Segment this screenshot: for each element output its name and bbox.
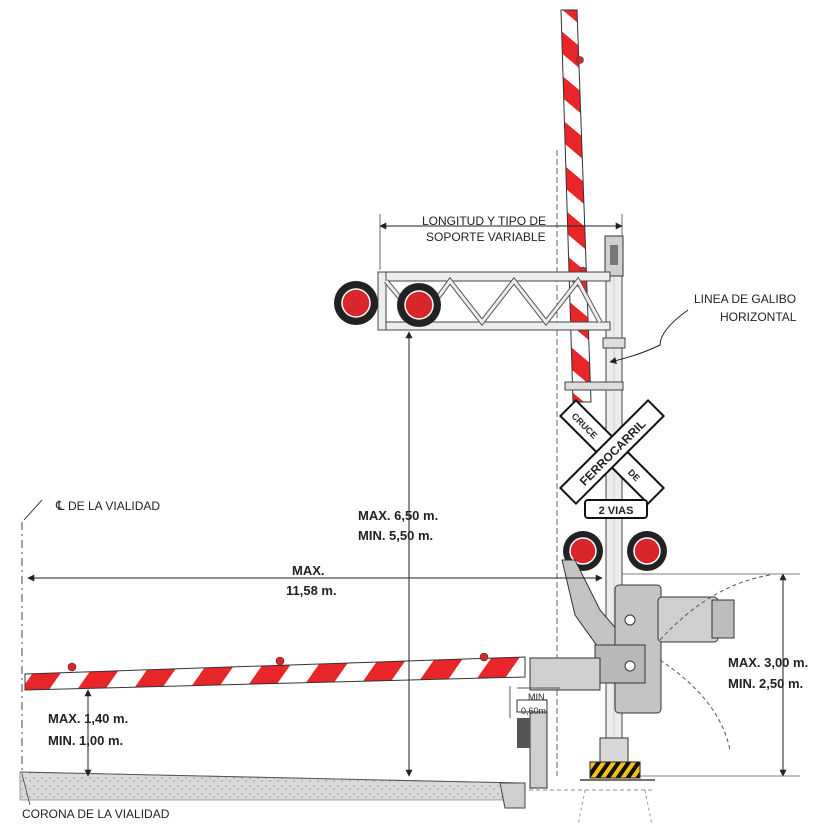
gate-mechanism [529, 559, 771, 751]
label-lights-height-max: MAX. 6,50 m. [358, 508, 438, 523]
tracks-plate: 2 VIAS [584, 499, 648, 519]
dim-mechanism-height [622, 573, 800, 777]
label-galibo-1: LINEA DE GALIBO [694, 292, 796, 306]
tracks-plate-text: 2 VIAS [599, 505, 634, 517]
label-lights-height-min: MIN. 5,50 m. [358, 528, 433, 543]
lower-light-right [627, 531, 667, 571]
clearance-curb [509, 686, 560, 789]
road-crown-leader [21, 773, 31, 806]
label-mech-height-min: MIN. 2,50 m. [728, 676, 803, 691]
dim-support-length [379, 214, 623, 270]
label-horizontal-max-2: 11,58 m. [286, 583, 337, 598]
label-mech-height-max: MAX. 3,00 m. [728, 655, 808, 670]
upper-light-left [334, 281, 378, 325]
label-clearance-1: MIN. [528, 692, 547, 702]
label-galibo-2: HORIZONTAL [720, 310, 797, 324]
label-support-length-1: LONGITUD Y TIPO DE [422, 214, 546, 228]
upper-light-right [397, 283, 441, 327]
label-centerline: DE LA VIALIDAD [68, 499, 160, 513]
lowered-gate-arm [24, 652, 526, 691]
label-arm-height-max: MAX. 1,40 m. [48, 711, 128, 726]
label-arm-height-min: MIN. 1,00 m. [48, 733, 123, 748]
road-surface [19, 771, 655, 809]
label-clearance-2: 0,60m. [521, 706, 549, 716]
road-centerline [21, 499, 43, 772]
label-road-crown: CORONA DE LA VIALIDAD [22, 807, 170, 821]
label-centerline-symbol: ℄ [55, 498, 65, 513]
label-horizontal-max-1: MAX. [292, 563, 325, 578]
label-support-length-2: SOPORTE VARIABLE [426, 230, 546, 244]
raised-gate-arm [560, 9, 592, 403]
foundation [577, 737, 655, 826]
pole-bracket [564, 381, 624, 391]
galibo-leader [609, 309, 689, 364]
